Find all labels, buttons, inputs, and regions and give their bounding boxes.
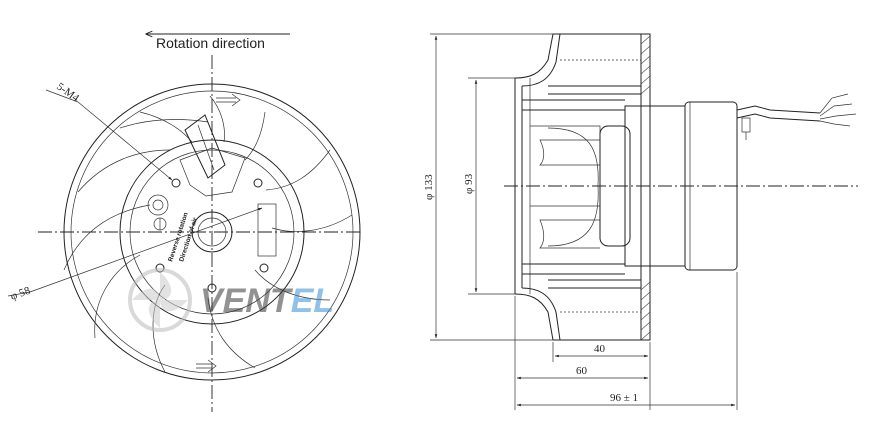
shroud <box>522 33 642 341</box>
dim-96-label: 96 ± 1 <box>610 392 638 404</box>
hub-plate <box>119 139 305 325</box>
hole-spec-label: 5-M4 <box>54 81 81 105</box>
dim-60-label: 60 <box>576 365 588 377</box>
back-plate <box>640 33 651 341</box>
mounting-holes <box>155 178 269 293</box>
dim-outer-diameter-label: φ 133 <box>423 174 435 200</box>
watermark-text-part-1: VENT <box>200 282 294 320</box>
watermark-text-part-2: EL <box>291 282 334 320</box>
balance-mark <box>147 194 169 216</box>
dim-40-label: 40 <box>594 343 606 355</box>
watermark-fan-icon <box>128 268 192 332</box>
motor-housing <box>599 101 738 271</box>
side-view: φ 133 φ 93 40 60 96 ± 1 <box>423 33 858 410</box>
inlet-ring <box>514 33 561 341</box>
rotation-direction-label: Rotation direction <box>156 35 265 51</box>
shaft-bore-inner <box>197 217 227 247</box>
label-plate <box>257 203 277 257</box>
bore-dia-leader <box>29 207 263 293</box>
cable <box>736 93 857 140</box>
impeller-blades <box>63 95 353 373</box>
shaft-bore <box>191 211 233 253</box>
bore-dia-label: φ 58 <box>9 284 32 302</box>
outer-rim <box>63 83 361 381</box>
front-view: Reverse rotation Direction of air Rotati… <box>7 34 362 412</box>
cable-outlet <box>179 114 246 197</box>
watermark: VENTEL <box>128 268 334 332</box>
hole-spec-leader <box>77 101 173 181</box>
dim-inner-diameter-label: φ 93 <box>463 173 475 194</box>
side-blades <box>530 125 601 249</box>
watermark-text: VENTEL <box>200 282 334 320</box>
flow-arrow-top <box>216 93 241 107</box>
hub-inner-ring <box>129 149 295 315</box>
inner-rim <box>70 90 354 374</box>
flow-arrow-bottom <box>196 359 217 373</box>
